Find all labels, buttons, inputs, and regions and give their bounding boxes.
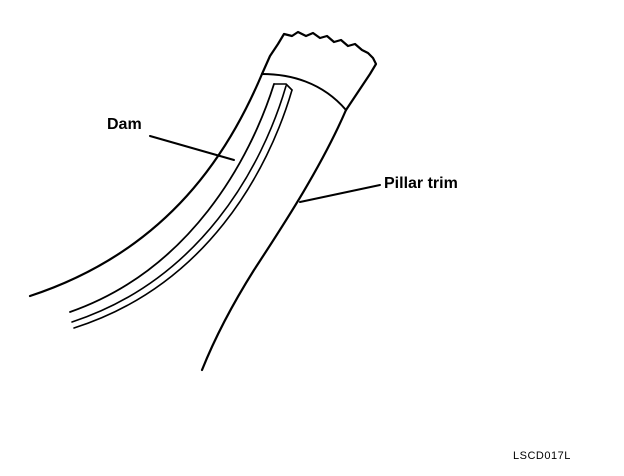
pillar-outer-edge	[28, 72, 264, 298]
pillar-joint-band	[261, 73, 347, 111]
pillar-front-edge	[200, 108, 348, 372]
dam-slot-inner	[71, 85, 287, 323]
dam-slot-cap	[273, 83, 293, 91]
torn-top-edge	[260, 30, 378, 112]
pillar-trim-leader-line	[299, 184, 381, 203]
pillar-trim-label: Pillar trim	[384, 175, 458, 192]
dam-leader-line	[149, 135, 235, 161]
dam-label: Dam	[107, 116, 142, 133]
dam-slot-inner-2	[73, 89, 293, 329]
dam-slot-outer	[69, 83, 275, 313]
figure-code: LSCD017L	[513, 450, 571, 462]
